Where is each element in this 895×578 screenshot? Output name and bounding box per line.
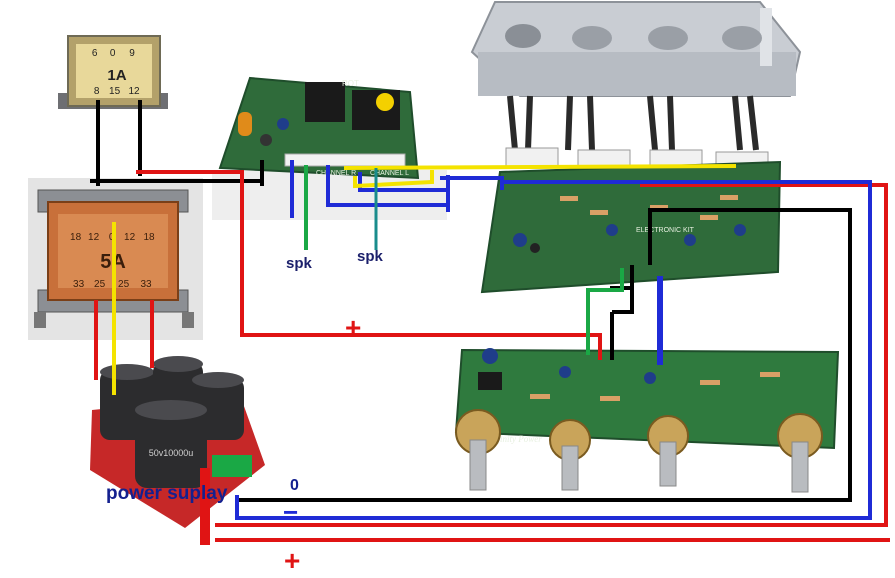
potentiometer xyxy=(549,419,591,491)
small-transformer-tap: 9 xyxy=(129,48,135,59)
big-transformer-tap: 12 xyxy=(88,232,100,243)
ground-label: 0 xyxy=(290,477,299,494)
svg-text:8 15 12: 8 15 12 xyxy=(94,86,140,97)
small-transformer-tap: 6 xyxy=(92,48,98,59)
capacitor-label: 50v10000u xyxy=(149,448,194,458)
small-transformer: 6 0 9 1A 8 15 12 xyxy=(58,35,168,109)
power-supply-board: 50v10000u xyxy=(90,356,265,528)
svg-text:18 12 0 12: 18 12 0 12 18 xyxy=(70,232,155,243)
small-transformer-tap: 15 xyxy=(109,86,121,97)
capacitor: 50v10000u xyxy=(135,400,207,488)
heatsink xyxy=(470,1,802,173)
red-positive-wires xyxy=(94,170,890,545)
small-transformer-tap: 0 xyxy=(110,48,116,59)
svg-text:6 0 9: 6 0 9 xyxy=(92,48,135,59)
big-transformer-tap: 25 xyxy=(94,279,106,290)
svg-text:33 25 25 33: 33 25 25 33 xyxy=(73,279,152,290)
channel-l-label: CHANNEL L xyxy=(370,170,409,177)
speaker-label: spk xyxy=(357,248,383,265)
potentiometer xyxy=(455,409,501,491)
green-signal-wires xyxy=(304,165,624,355)
amplifier-board-text: ELECTRONIC KIT xyxy=(636,227,695,234)
small-transformer-tap: 12 xyxy=(128,86,140,97)
small-transformer-rating: 1A xyxy=(107,67,126,84)
big-transformer: 18 12 0 12 18 5A 33 25 25 33 xyxy=(28,178,203,340)
protection-board: ROT CHANNEL R CHANNEL L xyxy=(212,76,447,220)
yellow-ac-wires xyxy=(112,164,737,395)
positive-label: + xyxy=(284,545,301,576)
tone-control-board: Infinity Power xyxy=(454,348,840,493)
power-supply-label: power suplay xyxy=(106,483,228,504)
big-transformer-tap: 33 xyxy=(140,279,152,290)
big-transformer-tap: 18 xyxy=(70,232,82,243)
positive-label: + xyxy=(345,312,362,343)
potentiometer xyxy=(777,413,823,493)
protection-board-text: ROT xyxy=(342,79,359,88)
black-ground-wires xyxy=(90,100,852,502)
big-transformer-tap: 33 xyxy=(73,279,85,290)
big-transformer-tap: 12 xyxy=(124,232,136,243)
potentiometer xyxy=(647,415,689,487)
tone-board-text: Infinity Power xyxy=(489,434,542,444)
speaker-label: spk xyxy=(286,255,312,272)
big-transformer-tap: 25 xyxy=(118,279,130,290)
channel-r-label: CHANNEL R xyxy=(316,170,356,177)
small-transformer-tap: 8 xyxy=(94,86,100,97)
big-transformer-tap: 18 xyxy=(143,232,155,243)
negative-label: − xyxy=(283,497,299,527)
big-transformer-tap: 0 xyxy=(109,232,115,243)
